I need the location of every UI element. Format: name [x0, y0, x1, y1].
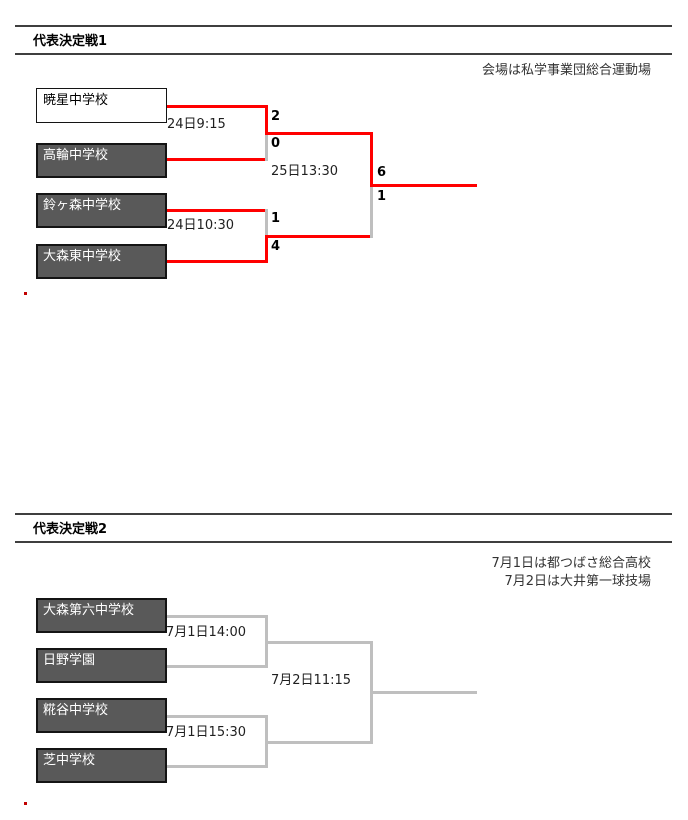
s1-semi2-team4-line: [167, 260, 268, 263]
s1-semi1-score-bottom: 0: [271, 136, 281, 151]
section1-header-rule-top: [15, 25, 672, 27]
s2-final-champion-line: [370, 691, 477, 694]
s2-team1-name: 大森第六中学校: [43, 603, 135, 618]
bracket-section-1: 代表決定戦1 会場は私学事業団総合運動場 暁星中学校 高輪中学校 鈴ヶ森中学校 …: [15, 25, 672, 295]
s1-team3-name: 鈴ヶ森中学校: [43, 198, 122, 213]
s1-team4-box: 大森東中学校: [36, 244, 167, 279]
s1-semi1-connector-loser-segment: [265, 135, 268, 161]
s1-semi1-score-top: 2: [271, 109, 281, 124]
s2-team3-box: 糀谷中学校: [36, 698, 167, 733]
s2-semi1-team1-line: [167, 615, 268, 618]
s1-semi2-connector-loser-segment: [265, 209, 268, 235]
s1-semi1-winner-advance-line: [265, 132, 373, 135]
s1-semi1-connector-winner-segment: [265, 105, 268, 135]
s2-semi2-advance-line: [265, 741, 373, 744]
s2-semi1-team2-line: [167, 665, 268, 668]
s2-semi2-time: 7月1日15:30: [166, 725, 247, 740]
s2-final-time: 7月2日11:15: [271, 673, 352, 688]
s1-semi1-team2-line: [167, 158, 268, 161]
s2-team2-name: 日野学園: [43, 653, 96, 668]
s2-semi1-advance-line: [265, 641, 373, 644]
section2-venue-note-2: 7月2日は大井第一球技場: [504, 574, 651, 589]
section2-title: 代表決定戦2: [33, 522, 108, 537]
s1-semi2-connector-winner-segment: [265, 235, 268, 263]
s2-team4-name: 芝中学校: [43, 753, 96, 768]
section2-header-rule-top: [15, 513, 672, 515]
s2-team1-box: 大森第六中学校: [36, 598, 167, 633]
s1-team1-box: 暁星中学校: [36, 88, 167, 123]
s1-semi1-time: 24日9:15: [167, 117, 226, 132]
s1-final-score-bottom: 1: [377, 189, 387, 204]
s2-team4-box: 芝中学校: [36, 748, 167, 783]
s1-team2-box: 高輪中学校: [36, 143, 167, 178]
s2-team3-name: 糀谷中学校: [43, 703, 109, 718]
s1-final-time: 25日13:30: [271, 164, 339, 179]
s2-semi2-team4-line: [167, 765, 268, 768]
section1-header-rule-bottom: [15, 53, 672, 55]
s2-team2-box: 日野学園: [36, 648, 167, 683]
s1-semi2-team3-line: [167, 209, 268, 212]
s1-stray-red-dot: [24, 292, 27, 295]
s2-semi1-time: 7月1日14:00: [166, 625, 247, 640]
s1-final-connector-winner-segment: [370, 132, 373, 187]
s1-semi2-winner-advance-line: [265, 235, 373, 238]
s1-team1-name: 暁星中学校: [43, 93, 109, 108]
s1-final-score-top: 6: [377, 165, 387, 180]
section2-venue-note-1: 7月1日は都つばさ総合高校: [491, 556, 651, 571]
bracket-section-2: 代表決定戦2 7月1日は都つばさ総合高校 7月2日は大井第一球技場 大森第六中学…: [0, 488, 688, 820]
s2-stray-red-dot: [24, 802, 27, 805]
s1-team2-name: 高輪中学校: [43, 148, 109, 163]
s1-semi2-score-top: 1: [271, 211, 281, 226]
s2-semi2-team3-line: [167, 715, 268, 718]
section1-title: 代表決定戦1: [33, 34, 108, 49]
section2-header-rule-bottom: [15, 541, 672, 543]
section1-venue-note: 会場は私学事業団総合運動場: [481, 63, 651, 78]
s1-final-connector-loser-segment: [370, 187, 373, 238]
s1-team3-box: 鈴ヶ森中学校: [36, 193, 167, 228]
s1-semi2-score-bottom: 4: [271, 239, 281, 254]
s1-team4-name: 大森東中学校: [43, 249, 122, 264]
s1-semi1-team1-line: [167, 105, 268, 108]
s1-semi2-time: 24日10:30: [167, 218, 235, 233]
s1-final-champion-line: [370, 184, 477, 187]
